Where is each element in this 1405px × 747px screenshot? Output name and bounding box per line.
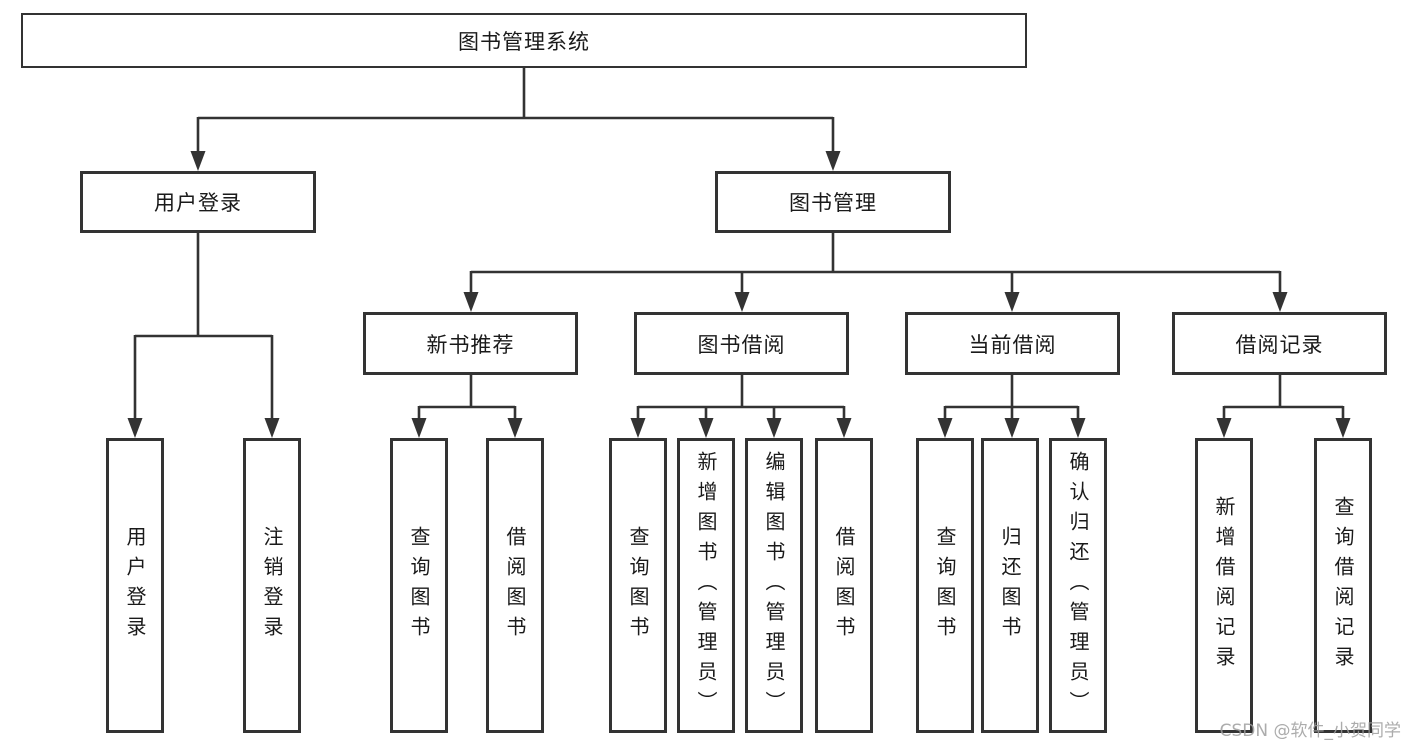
leaf-label: 新增图书（管理员） (694, 450, 718, 721)
leaf-label: 借阅图书 (832, 525, 856, 646)
leaf-label: 查询图书 (933, 525, 957, 646)
leaf-current-query-books: 查询图书 (916, 438, 974, 733)
leaf-logout: 注销登录 (243, 438, 301, 733)
leaf-user-login: 用户登录 (106, 438, 164, 733)
leaf-records-add-borrow-record: 新增借阅记录 (1195, 438, 1253, 733)
leaf-newbook-query-books: 查询图书 (390, 438, 448, 733)
node-book-borrow: 图书借阅 (634, 312, 849, 375)
leaf-label: 查询图书 (407, 525, 431, 646)
leaf-borrow-edit-books-admin: 编辑图书（管理员） (745, 438, 803, 733)
leaf-label: 借阅图书 (503, 525, 527, 646)
node-borrow-records: 借阅记录 (1172, 312, 1387, 375)
node-current-borrow: 当前借阅 (905, 312, 1120, 375)
leaf-borrow-query-books: 查询图书 (609, 438, 667, 733)
leaf-current-confirm-return-admin: 确认归还（管理员） (1049, 438, 1107, 733)
node-root: 图书管理系统 (21, 13, 1027, 68)
leaf-label: 新增借阅记录 (1212, 495, 1236, 676)
leaf-borrow-borrow-books: 借阅图书 (815, 438, 873, 733)
leaf-label: 确认归还（管理员） (1066, 450, 1090, 721)
node-book-management-branch: 图书管理 (715, 171, 951, 233)
leaf-label: 用户登录 (123, 525, 147, 646)
leaf-label: 归还图书 (998, 525, 1022, 646)
node-user-login-branch: 用户登录 (80, 171, 316, 233)
leaf-borrow-add-books-admin: 新增图书（管理员） (677, 438, 735, 733)
leaf-current-return-books: 归还图书 (981, 438, 1039, 733)
leaf-label: 编辑图书（管理员） (762, 450, 786, 721)
leaf-label: 注销登录 (260, 525, 284, 646)
leaf-records-query-borrow-record: 查询借阅记录 (1314, 438, 1372, 733)
node-new-book-recommend: 新书推荐 (363, 312, 578, 375)
leaf-newbook-borrow-books: 借阅图书 (486, 438, 544, 733)
leaf-label: 查询借阅记录 (1331, 495, 1355, 676)
leaf-label: 查询图书 (626, 525, 650, 646)
csdn-watermark: CSDN @软件_小贺同学 (1219, 721, 1401, 741)
